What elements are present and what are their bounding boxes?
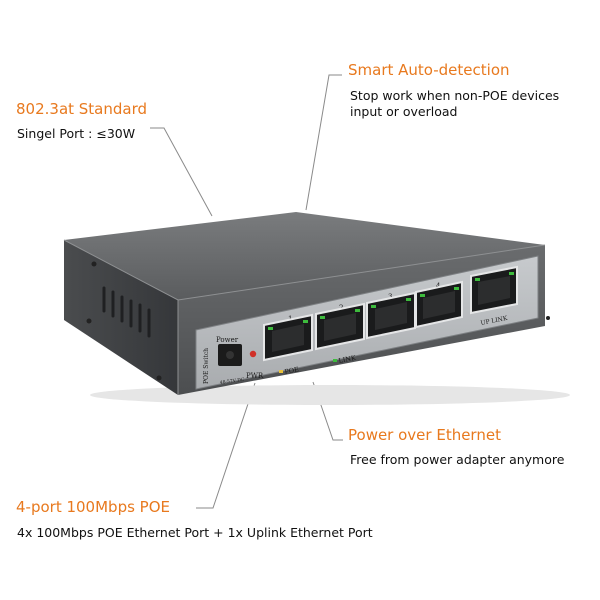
smart-auto-detection-title: Smart Auto-detection: [348, 61, 510, 79]
power-over-ethernet-text: Free from power adapter anymore: [350, 452, 565, 467]
poe-port-3[interactable]: [366, 291, 416, 340]
screw-front-right: [546, 316, 550, 320]
leader-line-ports: [196, 382, 256, 509]
dc-jack-pin: [226, 351, 234, 359]
power-over-ethernet-title: Power over Ethernet: [348, 426, 501, 444]
link-legend-led: [333, 359, 337, 362]
link-legend-label: LINK: [338, 354, 357, 365]
dc-label: 48-57V DC: [219, 377, 245, 386]
leader-line-standard: [150, 127, 213, 217]
poe-switch-vertical-label: POE Switch: [203, 348, 210, 384]
poe-port-4[interactable]: [415, 280, 463, 329]
leader-line-smart: [305, 74, 342, 211]
ports-title: 4-port 100Mbps POE: [16, 498, 170, 516]
ports-text: 4x 100Mbps POE Ethernet Port + 1x Uplink…: [17, 525, 373, 540]
pwr-led: [249, 350, 257, 358]
poe-legend-led: [279, 370, 283, 373]
poe-port-2[interactable]: [315, 302, 365, 351]
screw-left-bottom: [86, 318, 92, 324]
port-number-3: 3: [388, 293, 392, 301]
power-label: Power: [216, 336, 239, 344]
screw-side-bottom: [156, 375, 162, 381]
standard-title: 802.3at Standard: [16, 100, 148, 118]
smart-auto-detection-text-line2: input or overload: [350, 104, 458, 119]
chassis-top: [64, 212, 545, 300]
pwr-label: PWR: [246, 372, 264, 380]
standard-text: Singel Port : ≤30W: [17, 126, 136, 141]
port-number-4: 4: [436, 282, 441, 290]
poe-port-1[interactable]: [263, 313, 313, 362]
side-vents: [102, 286, 151, 338]
smart-auto-detection-text-line1: Stop work when non-POE devices: [350, 88, 560, 103]
screw-left-top: [91, 261, 97, 267]
leader-lines: [150, 74, 343, 509]
poe-legend-label: POE: [284, 365, 300, 376]
device-shadow: [90, 385, 570, 405]
uplink-port[interactable]: [470, 265, 518, 315]
